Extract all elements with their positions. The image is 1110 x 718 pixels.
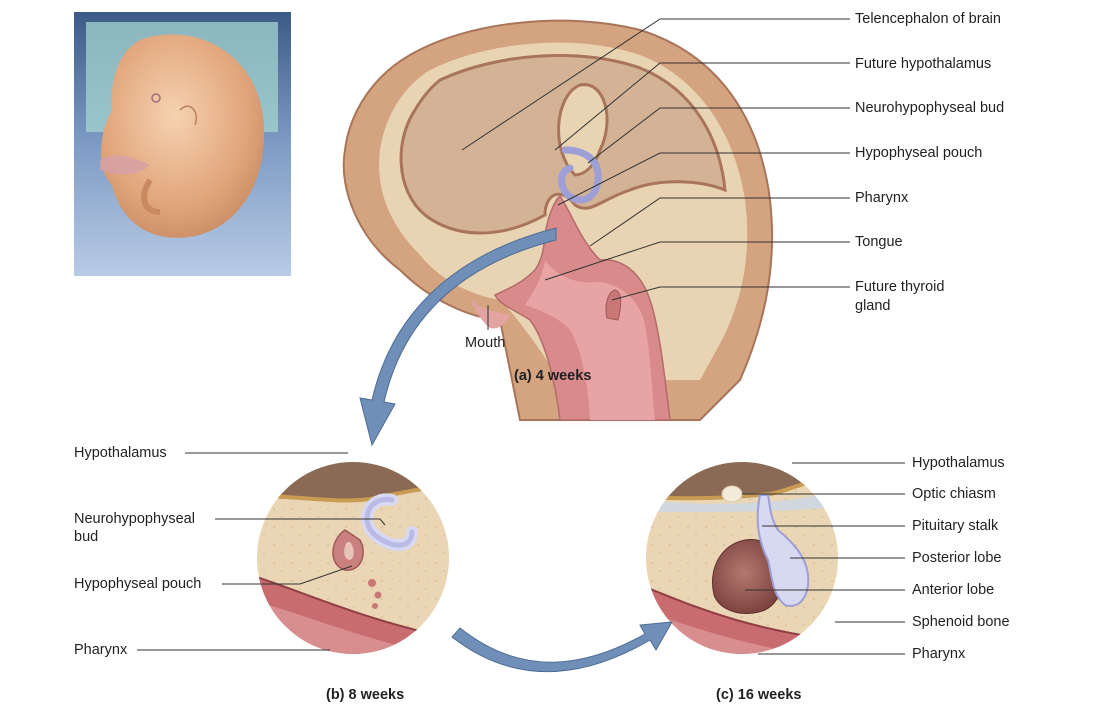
label-pharynx-c: Pharynx	[912, 646, 966, 662]
label-future-thyroid-line1: Future thyroid	[855, 279, 945, 295]
panel-c-circle	[646, 462, 838, 654]
label-posterior-lobe: Posterior lobe	[912, 550, 1002, 566]
leader-lines-a	[461, 18, 850, 330]
panel-a-section	[342, 19, 774, 430]
caption-c: (c) 16 weeks	[716, 687, 802, 703]
label-future-hypothalamus: Future hypothalamus	[855, 56, 992, 72]
label-sphenoid-bone: Sphenoid bone	[912, 614, 1010, 630]
label-hypothalamus-c: Hypothalamus	[912, 455, 1005, 471]
label-optic-chiasm: Optic chiasm	[912, 486, 996, 502]
label-future-thyroid-line2: gland	[855, 298, 891, 314]
caption-b: (b) 8 weeks	[326, 687, 405, 703]
arrow-a-to-b	[359, 227, 557, 447]
label-pharynx-b: Pharynx	[74, 642, 128, 658]
label-anterior-lobe: Anterior lobe	[912, 582, 995, 598]
leader-lines-b	[137, 452, 386, 651]
label-pituitary-stalk: Pituitary stalk	[912, 518, 999, 534]
label-neurohypophyseal-bud: Neurohypophyseal bud	[855, 100, 1005, 116]
label-hypophyseal-pouch-b: Hypophyseal pouch	[74, 576, 202, 592]
embryo-thumbnail	[74, 12, 291, 276]
label-telencephalon: Telencephalon of brain	[855, 11, 1001, 27]
label-neurohypophyseal-line1: Neurohypophyseal	[74, 511, 195, 527]
caption-a: (a) 4 weeks	[514, 368, 592, 384]
label-hypothalamus-b: Hypothalamus	[74, 445, 167, 461]
panel-b-circle	[257, 462, 449, 654]
arrow-b-to-c	[451, 621, 673, 673]
label-pharynx-a: Pharynx	[855, 190, 909, 206]
label-tongue: Tongue	[855, 234, 903, 250]
label-hypophyseal-pouch: Hypophyseal pouch	[855, 145, 983, 161]
label-mouth: Mouth	[465, 335, 506, 351]
label-neurohypophyseal-line2: bud	[74, 529, 99, 545]
leader-lines-c	[742, 462, 905, 655]
